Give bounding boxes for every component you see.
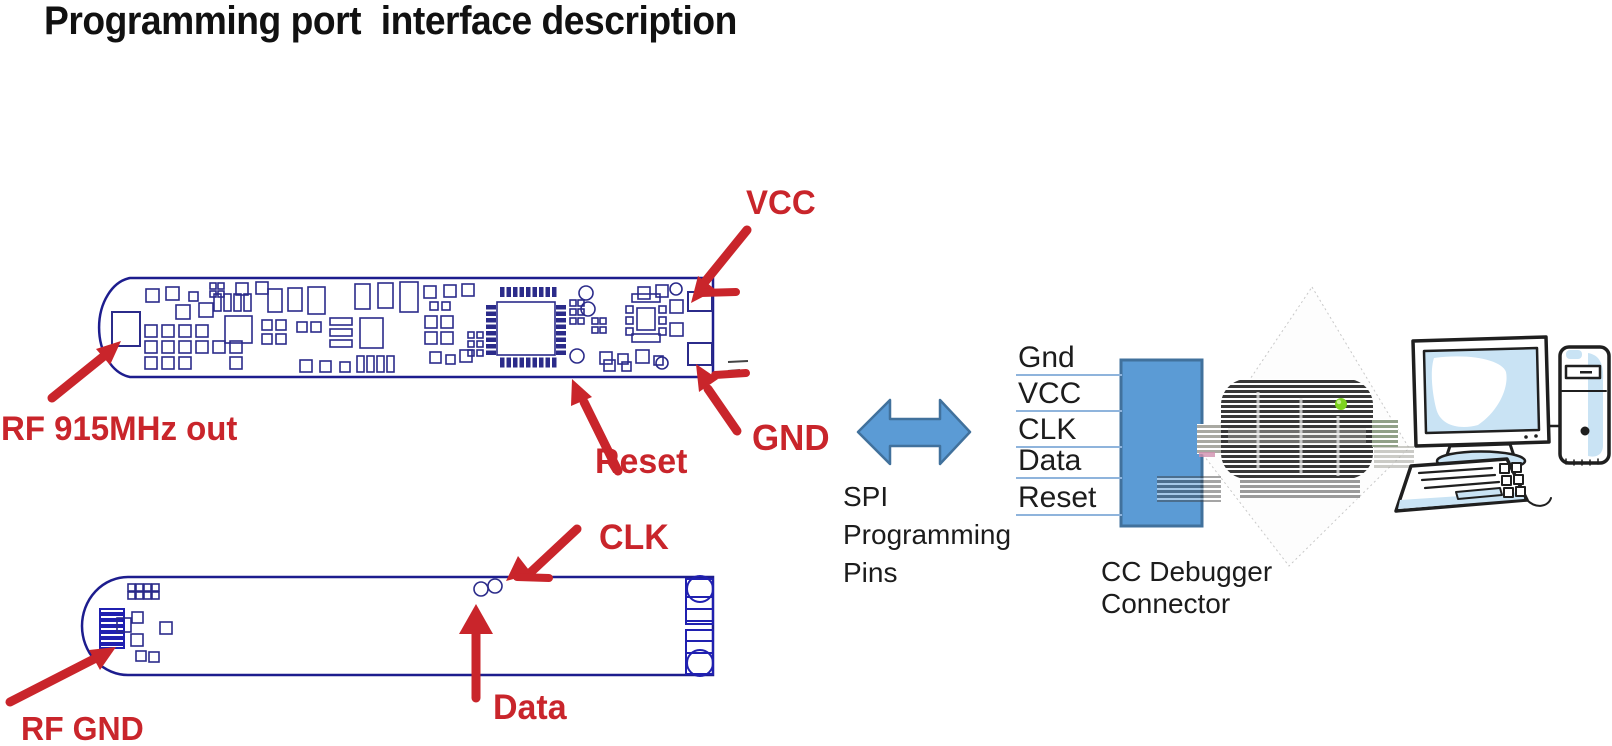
annotation-rf-gnd: RF GND <box>21 710 144 746</box>
annotation-data: Data <box>493 688 567 727</box>
rf-out-arrow <box>47 341 121 403</box>
annotation-reset: Reset <box>595 442 688 481</box>
annotation-rf-out: RF 915MHz out <box>1 410 238 448</box>
pin-row-gnd: Gnd <box>1016 336 1122 376</box>
red-annotation-arrows <box>5 225 752 707</box>
spi-double-arrow-icon <box>856 398 972 466</box>
pcb-bottom-view <box>80 575 715 677</box>
desktop-computer-icon <box>1394 335 1611 513</box>
gnd-pad <box>687 342 713 366</box>
spi-programming-pins-label: SPI Programming Pins <box>843 481 1012 588</box>
page-title: Programming port interface description <box>44 0 737 43</box>
pin-label: VCC <box>1018 377 1082 410</box>
reset-arrow <box>571 379 623 476</box>
gnd-arrow <box>696 364 750 436</box>
rf-gnd-pad <box>99 608 125 649</box>
annotation-vcc: VCC <box>746 184 816 222</box>
pin-label: CLK <box>1018 413 1077 446</box>
annotation-gnd: GND <box>752 417 830 458</box>
pin-row-reset: Reset <box>1016 476 1122 516</box>
annotation-clk: CLK <box>599 518 669 557</box>
pin-row-data: Data <box>1016 439 1122 479</box>
pin-label: Reset <box>1018 481 1097 514</box>
tower-power-button <box>1580 426 1590 436</box>
clk-arrow <box>506 524 582 582</box>
green-led <box>1335 398 1347 410</box>
qfp-ic-pins <box>486 287 566 368</box>
cc-debugger-photo <box>1157 286 1414 567</box>
pin-row-clk: CLK <box>1016 408 1122 448</box>
pin-row-vcc: VCC <box>1016 372 1122 412</box>
pcb-bottom-components <box>116 578 503 663</box>
pcb-top-view <box>97 276 749 379</box>
cc-debugger-connector-label: CC Debugger Connector <box>1101 556 1273 619</box>
vcc-arrow <box>691 225 752 303</box>
rf-gnd-arrow <box>5 647 116 707</box>
pin-label: Gnd <box>1018 341 1075 374</box>
pcb-top-components <box>144 281 684 373</box>
data-arrow <box>459 604 493 703</box>
edge-connector <box>685 575 714 677</box>
pin-label: Data <box>1018 444 1082 477</box>
